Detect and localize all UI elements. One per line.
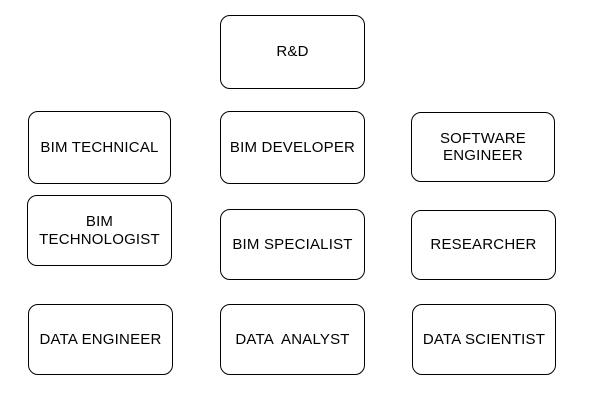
node-data-scientist[interactable]: DATA SCIENTIST — [412, 304, 556, 375]
node-data-engineer[interactable]: DATA ENGINEER — [28, 304, 173, 375]
node-rd[interactable]: R&D — [220, 15, 365, 89]
node-bim-specialist-label: BIM SPECIALIST — [232, 235, 353, 253]
node-rd-label: R&D — [276, 43, 309, 61]
node-bim-technologist-label: BIM TECHNOLOGIST — [39, 213, 160, 248]
node-data-analyst[interactable]: DATA ANALYST — [220, 304, 365, 375]
node-bim-technical[interactable]: BIM TECHNICAL — [28, 111, 171, 184]
node-bim-developer[interactable]: BIM DEVELOPER — [220, 111, 365, 184]
node-data-analyst-label: DATA ANALYST — [235, 330, 350, 348]
node-software-engineer[interactable]: SOFTWARE ENGINEER — [411, 112, 555, 182]
node-bim-technical-label: BIM TECHNICAL — [40, 138, 159, 156]
node-researcher-label: RESEARCHER — [430, 236, 537, 254]
node-data-scientist-label: DATA SCIENTIST — [422, 330, 546, 348]
node-bim-developer-label: BIM DEVELOPER — [229, 138, 356, 156]
node-data-engineer-label: DATA ENGINEER — [39, 330, 162, 348]
node-bim-technologist[interactable]: BIM TECHNOLOGIST — [27, 195, 172, 266]
node-software-engineer-label: SOFTWARE ENGINEER — [439, 129, 531, 164]
node-researcher[interactable]: RESEARCHER — [411, 210, 556, 280]
node-bim-specialist[interactable]: BIM SPECIALIST — [220, 209, 365, 280]
